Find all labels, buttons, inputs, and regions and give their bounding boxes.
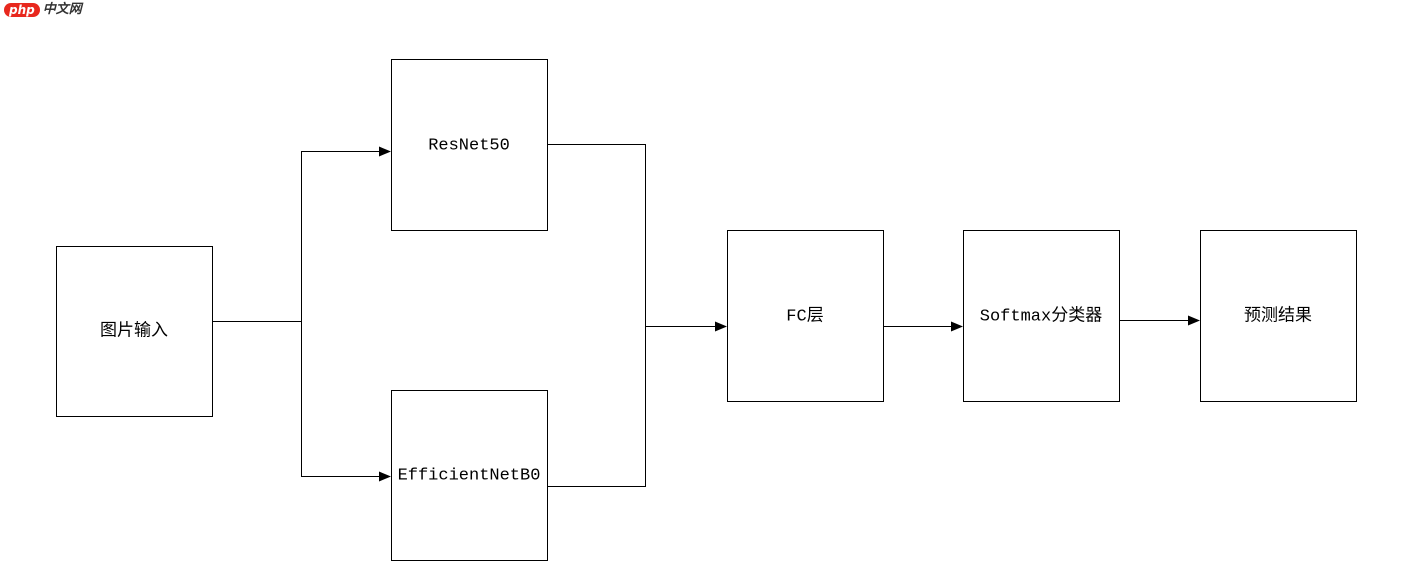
php-cn-watermark-logo: php 中文网 [4, 3, 82, 17]
edge-fc-to-softmax [883, 321, 963, 332]
node-efficientnet: EfficientNetB0 [391, 390, 548, 561]
logo-php-badge: php [4, 3, 40, 17]
edge-softmax-to-result [1119, 315, 1200, 326]
arrowhead-result [1188, 315, 1200, 326]
node-resnet-label: ResNet50 [428, 136, 510, 155]
node-fc-label: FC层 [786, 306, 823, 326]
node-fc: FC层 [727, 230, 884, 402]
edge-input-to-efficientnet [301, 321, 391, 482]
edge-resnet-to-fc [547, 144, 646, 327]
arrowhead-resnet [379, 146, 391, 157]
arrowhead-efficientnet [379, 471, 391, 482]
arrowhead-softmax [951, 321, 963, 332]
node-efficientnet-label: EfficientNetB0 [398, 466, 541, 485]
node-input: 图片输入 [56, 246, 213, 417]
node-resnet: ResNet50 [391, 59, 548, 231]
node-result: 预测结果 [1200, 230, 1357, 402]
node-result-label: 预测结果 [1244, 305, 1312, 326]
arrowhead-fc [715, 321, 727, 332]
node-softmax: Softmax分类器 [963, 230, 1120, 402]
edge-efficientnet-to-fc [547, 321, 727, 487]
edge-input-to-resnet [212, 146, 391, 322]
logo-cn-text: 中文网 [42, 2, 82, 17]
node-softmax-label: Softmax分类器 [980, 305, 1102, 326]
node-input-label: 图片输入 [100, 320, 168, 341]
